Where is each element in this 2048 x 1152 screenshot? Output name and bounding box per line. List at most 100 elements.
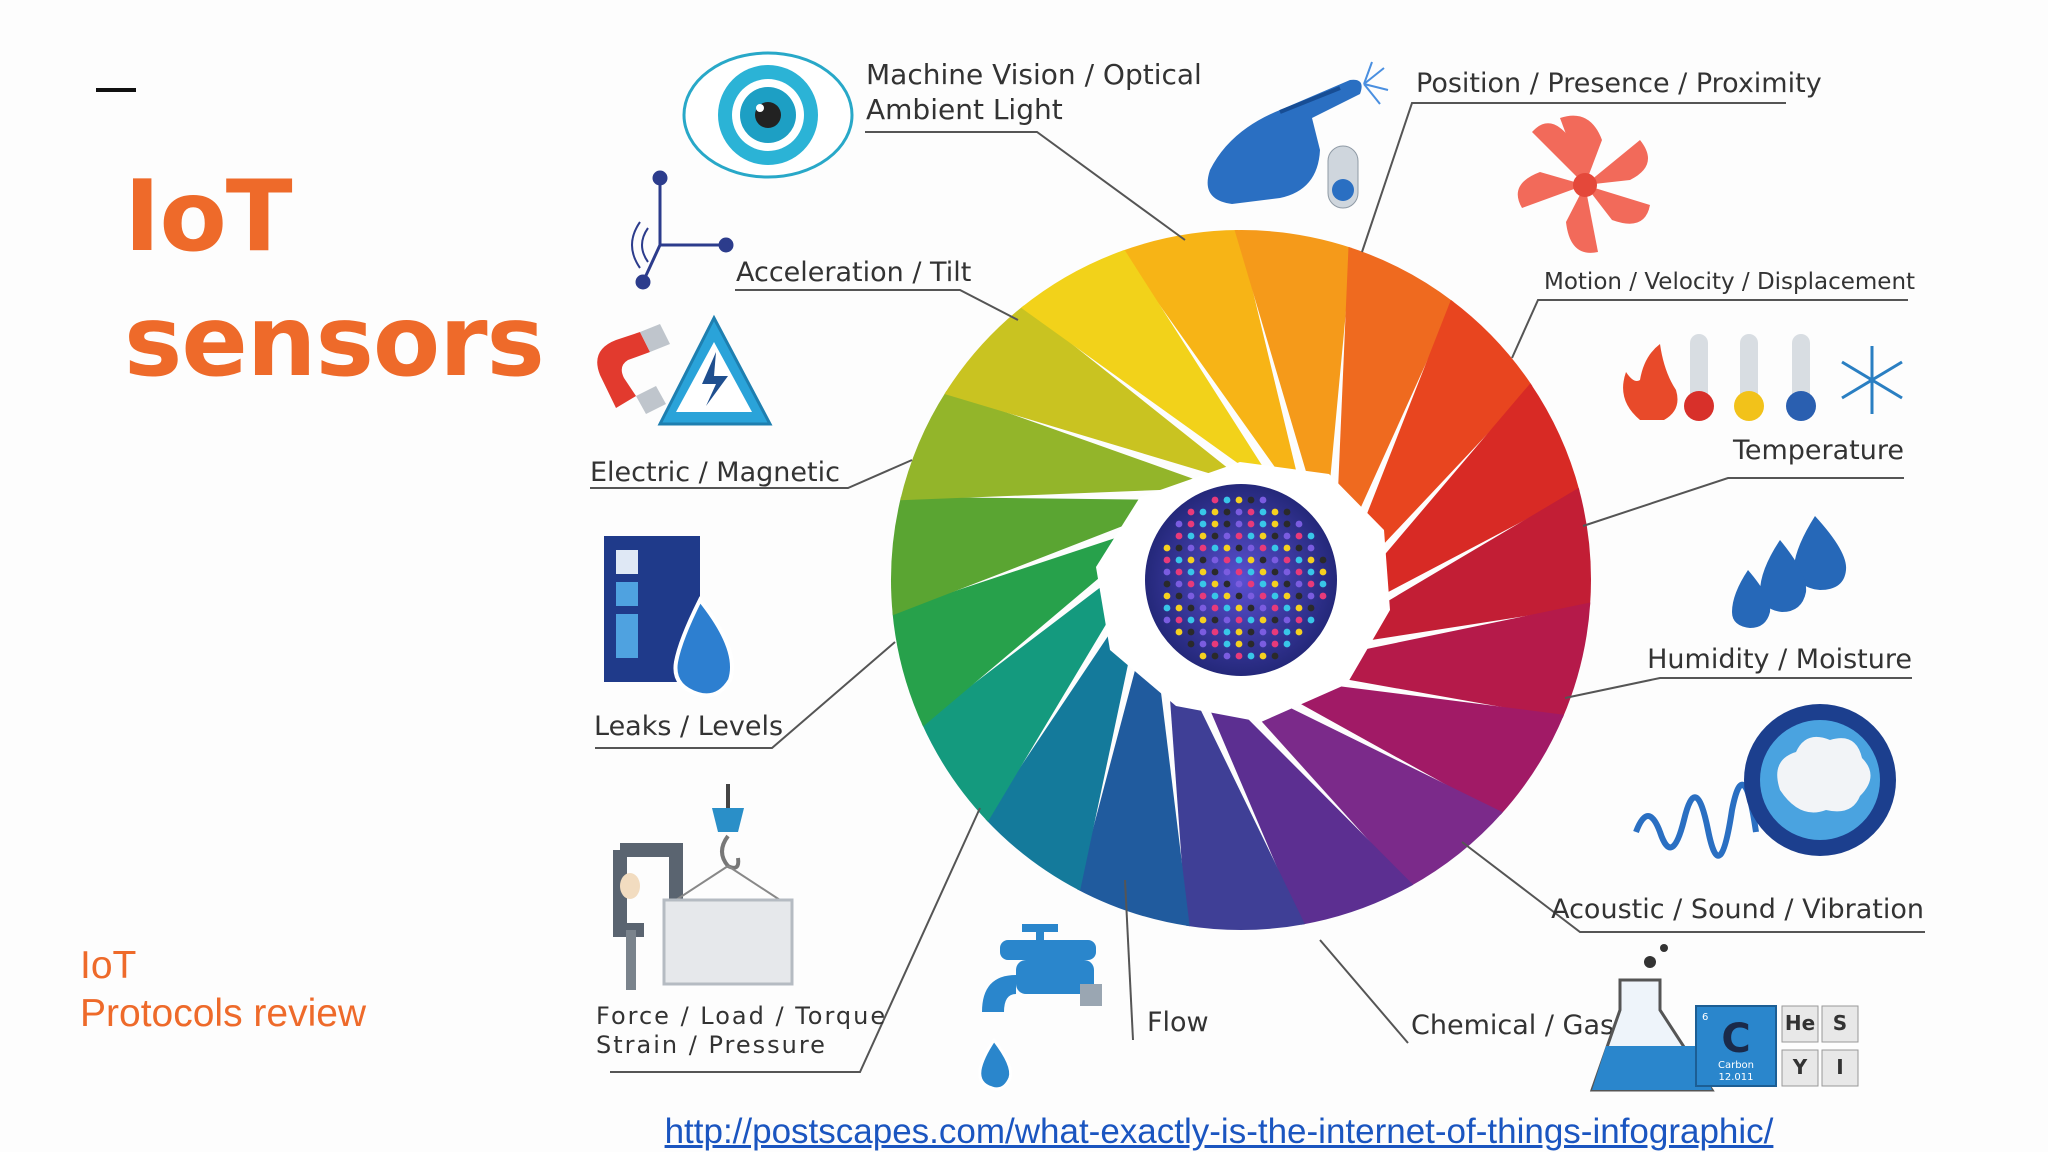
center-dot <box>1235 544 1243 552</box>
center-dot <box>1283 520 1291 528</box>
magnet-warning-icon <box>597 314 773 426</box>
carbon-name: Carbon <box>1718 1060 1754 1071</box>
center-dot <box>1271 616 1279 624</box>
label-humidity: Humidity / Moisture <box>1647 644 1912 675</box>
center-dot <box>1175 592 1183 600</box>
center-dot <box>1283 592 1291 600</box>
wheel-segment <box>1324 383 1580 626</box>
flask-icon <box>1589 944 1715 1092</box>
source-link[interactable]: http://postscapes.com/what-exactly-is-th… <box>664 1112 1774 1151</box>
center-dot <box>1319 568 1327 576</box>
center-dot <box>1187 520 1195 528</box>
center-dot <box>1175 568 1183 576</box>
page-title: IoT sensors <box>124 155 545 405</box>
center-dot <box>1235 580 1243 588</box>
center-dot <box>1211 544 1219 552</box>
center-dot <box>1247 520 1255 528</box>
center-dot <box>1199 616 1207 624</box>
center-dot <box>1307 556 1315 564</box>
center-dot <box>1235 568 1243 576</box>
center-dot <box>1175 604 1183 612</box>
center-dot <box>1199 532 1207 540</box>
center-dot <box>1295 520 1303 528</box>
center-dot <box>1223 508 1231 516</box>
wheel-segment <box>1278 602 1591 718</box>
sensor-labels: Machine Vision / Optical Ambient Light P… <box>590 58 1924 1059</box>
wheel-segment <box>1248 674 1564 815</box>
carbon-symbol: C <box>1721 1016 1750 1062</box>
wheel-segment <box>1188 659 1414 925</box>
center-dot <box>1247 532 1255 540</box>
center-dot <box>1223 640 1231 648</box>
center-dot <box>1235 652 1243 660</box>
center-dot <box>1223 568 1231 576</box>
center-dot <box>1259 556 1267 564</box>
center-dot <box>1187 544 1195 552</box>
center-dot <box>1211 628 1219 636</box>
center-dot <box>1211 604 1219 612</box>
wheel-segment <box>1334 299 1533 597</box>
credit-row: http://postscapes.com/what-exactly-is-th… <box>0 1112 2048 1152</box>
center-dot <box>1235 628 1243 636</box>
i-symbol: I <box>1836 1055 1843 1079</box>
carbon-tile <box>1695 1005 1777 1087</box>
s-tile <box>1821 1005 1859 1043</box>
center-dot <box>1319 580 1327 588</box>
center-dot <box>1295 556 1303 564</box>
center-dot <box>1247 556 1255 564</box>
center-dot <box>1187 628 1195 636</box>
center-dot <box>1199 508 1207 516</box>
center-dot <box>1259 592 1267 600</box>
center-dot <box>1223 652 1231 660</box>
center-dot <box>1271 544 1279 552</box>
carbon-number: 6 <box>1702 1012 1708 1023</box>
center-dot <box>1187 616 1195 624</box>
center-dot <box>1295 592 1303 600</box>
center-dot <box>1247 568 1255 576</box>
center-dot <box>1199 520 1207 528</box>
center-dot <box>1163 556 1171 564</box>
element-tiles: 6 C Carbon 12.011 He S Y I <box>1695 1005 1859 1087</box>
center-dot <box>1259 496 1267 504</box>
center-dot <box>1187 556 1195 564</box>
center-dot <box>1235 616 1243 624</box>
label-leaks: Leaks / Levels <box>594 711 783 742</box>
center-dot <box>1259 652 1267 660</box>
center-dot <box>1283 628 1291 636</box>
center-dot <box>1295 544 1303 552</box>
center-dot <box>1247 604 1255 612</box>
center-dot <box>1223 532 1231 540</box>
center-dot <box>1307 604 1315 612</box>
center-dot <box>1283 544 1291 552</box>
center-dot <box>1223 628 1231 636</box>
wheel-segment <box>891 496 1190 616</box>
center-dot <box>1163 580 1171 588</box>
label-vision-1: Machine Vision / Optical <box>866 58 1202 91</box>
center-dot <box>1163 568 1171 576</box>
center-dot <box>1247 496 1255 504</box>
center-dot <box>1247 592 1255 600</box>
center-dot <box>1283 532 1291 540</box>
center-dot <box>1247 640 1255 648</box>
center-dot <box>1211 640 1219 648</box>
center-dot <box>1163 604 1171 612</box>
center-dot <box>1211 508 1219 516</box>
center-dot <box>1295 616 1303 624</box>
wheel-segment <box>1334 246 1454 565</box>
center-dot <box>1235 520 1243 528</box>
color-wheel <box>891 230 1591 930</box>
center-dot <box>1295 604 1303 612</box>
center-dot <box>1211 568 1219 576</box>
center-dot <box>1235 508 1243 516</box>
center-dot <box>1295 532 1303 540</box>
center-dot <box>1199 604 1207 612</box>
center-dot <box>1259 616 1267 624</box>
center-dot <box>1223 556 1231 564</box>
label-position: Position / Presence / Proximity <box>1416 68 1822 99</box>
he-tile <box>1781 1005 1819 1043</box>
center-dot <box>1259 604 1267 612</box>
center-dot <box>1283 580 1291 588</box>
center-dot <box>1211 556 1219 564</box>
footer-line-1: IoT <box>80 944 137 987</box>
